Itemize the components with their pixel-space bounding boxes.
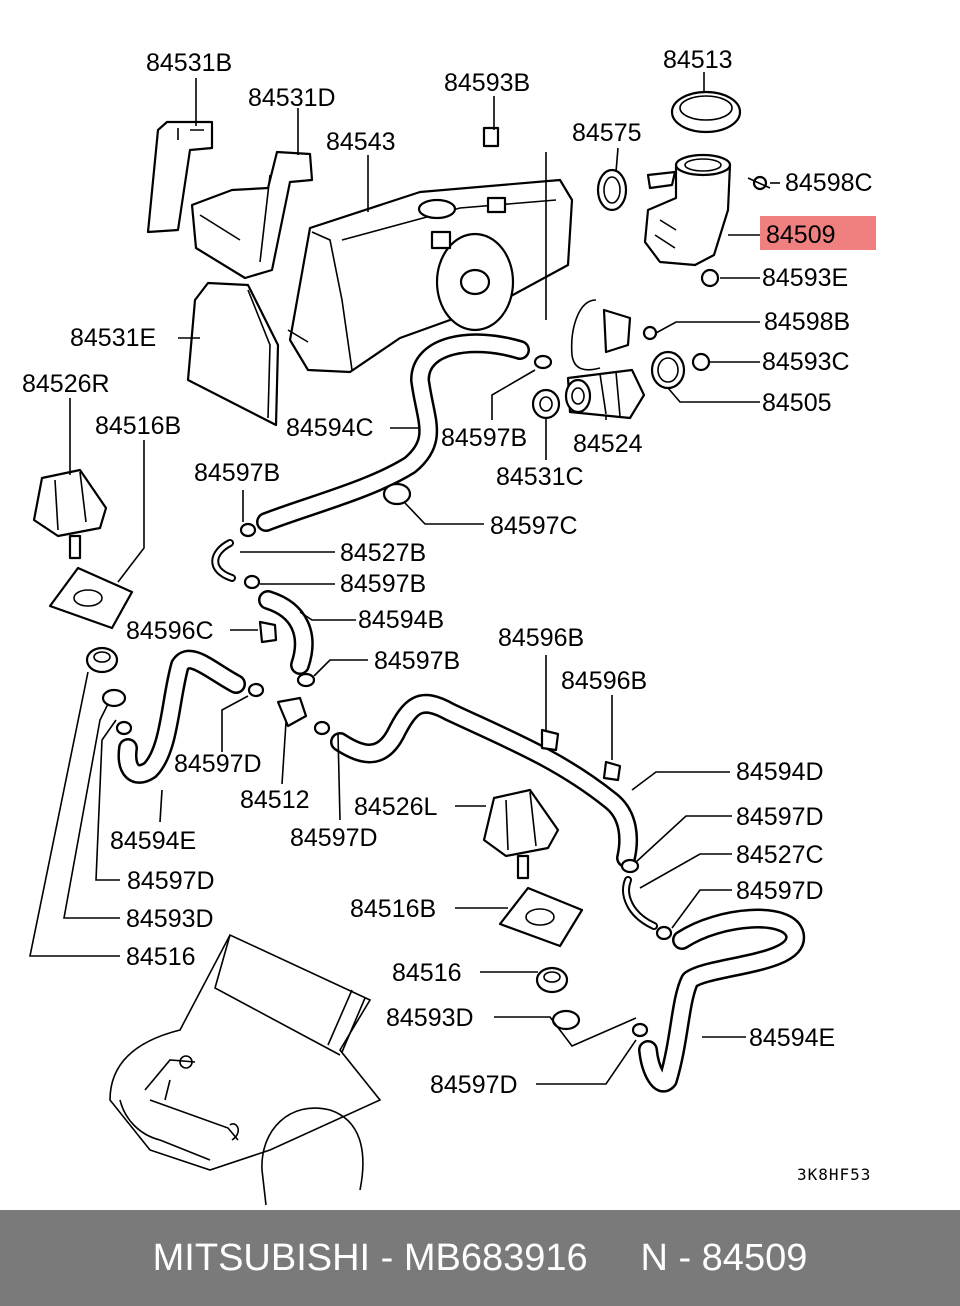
parts-diagram: 84531B 84531D 84593B 84513 84575 84543 8… bbox=[22, 46, 876, 1206]
clip-84597D-c bbox=[620, 858, 640, 874]
label-84531C[interactable]: 84531C bbox=[496, 463, 584, 491]
bracket-84531B bbox=[146, 120, 214, 234]
footer-bar: MITSUBISHI - MB683916 N - 84509 bbox=[0, 1210, 960, 1306]
clip-84593B bbox=[482, 126, 500, 148]
nozzle-84526R bbox=[32, 468, 108, 560]
leader-lines bbox=[29, 72, 780, 1085]
label-84597D-f[interactable]: 84597D bbox=[430, 1071, 518, 1099]
clip-84596B-a bbox=[540, 728, 560, 752]
label-84597D-d[interactable]: 84597D bbox=[736, 877, 824, 905]
label-84505[interactable]: 84505 bbox=[762, 389, 832, 417]
label-84575[interactable]: 84575 bbox=[572, 119, 642, 147]
clip-84597B-d bbox=[296, 672, 316, 688]
label-84526R[interactable]: 84526R bbox=[22, 370, 110, 398]
hose-84594D bbox=[330, 693, 639, 868]
label-84594C[interactable]: 84594C bbox=[286, 414, 374, 442]
clip-84597B-b bbox=[239, 522, 257, 538]
cap-84513 bbox=[670, 90, 742, 134]
clip-84597D-f bbox=[115, 720, 133, 736]
label-84596C[interactable]: 84596C bbox=[126, 617, 214, 645]
grommet-84516-a bbox=[85, 646, 119, 674]
label-84516-b[interactable]: 84516 bbox=[392, 959, 462, 987]
gasket-84516B-bottom bbox=[498, 886, 584, 948]
bracket-84531E bbox=[186, 281, 280, 427]
label-84597B-b[interactable]: 84597B bbox=[194, 459, 280, 487]
label-84531B[interactable]: 84531B bbox=[146, 49, 232, 77]
joint-84512 bbox=[276, 696, 308, 728]
part-labels: 84531B 84531D 84593B 84513 84575 84543 8… bbox=[22, 46, 873, 1184]
grommet-84531C bbox=[531, 388, 561, 420]
label-84543[interactable]: 84543 bbox=[326, 128, 396, 156]
label-84594B[interactable]: 84594B bbox=[358, 606, 444, 634]
clip-84597C bbox=[382, 482, 412, 506]
label-84509[interactable]: 84509 bbox=[766, 221, 836, 249]
label-84527B[interactable]: 84527B bbox=[340, 539, 426, 567]
label-84531E[interactable]: 84531E bbox=[70, 324, 156, 352]
nut-84593D-a bbox=[101, 688, 127, 708]
screw-84598C bbox=[747, 175, 771, 191]
hose-84594E-left bbox=[117, 649, 246, 784]
nozzle-84526L bbox=[482, 788, 560, 880]
ring-84575 bbox=[596, 168, 628, 212]
pump-84524 bbox=[564, 368, 646, 420]
clip-84597B-c bbox=[243, 574, 261, 590]
label-84516B-bottom[interactable]: 84516B bbox=[350, 895, 436, 923]
label-84597B-d[interactable]: 84597B bbox=[374, 647, 460, 675]
label-84594E-b[interactable]: 84594E bbox=[749, 1024, 835, 1052]
label-84512[interactable]: 84512 bbox=[240, 786, 310, 814]
label-84597B-c[interactable]: 84597B bbox=[340, 570, 426, 598]
label-84527C[interactable]: 84527C bbox=[736, 841, 824, 869]
footer-part-info: MITSUBISHI - MB683916 N - 84509 bbox=[152, 1236, 808, 1279]
label-84531D[interactable]: 84531D bbox=[248, 84, 336, 112]
label-84526L[interactable]: 84526L bbox=[354, 793, 438, 821]
hose-84594E-right bbox=[638, 908, 805, 1093]
gasket-84516B-top bbox=[48, 566, 134, 630]
drawing-code: 3K8HF53 bbox=[797, 1165, 871, 1184]
label-84516-a[interactable]: 84516 bbox=[126, 943, 196, 971]
label-84598B[interactable]: 84598B bbox=[764, 308, 850, 336]
bracket-84531D bbox=[190, 150, 314, 280]
highlight-box bbox=[760, 216, 876, 250]
nut-84593E bbox=[700, 268, 720, 288]
label-84596B-a[interactable]: 84596B bbox=[498, 624, 584, 652]
label-84597B-a[interactable]: 84597B bbox=[441, 424, 527, 452]
clip-84597D-e bbox=[631, 1022, 649, 1038]
car-outline bbox=[109, 933, 382, 1206]
label-84593D-a[interactable]: 84593D bbox=[126, 905, 214, 933]
label-84598C[interactable]: 84598C bbox=[785, 169, 873, 197]
label-84597C[interactable]: 84597C bbox=[490, 512, 578, 540]
label-84597D-a[interactable]: 84597D bbox=[174, 750, 262, 778]
clamp-84505 bbox=[650, 350, 686, 390]
label-84594D[interactable]: 84594D bbox=[736, 758, 824, 786]
label-84516B-top[interactable]: 84516B bbox=[95, 412, 181, 440]
label-84597D-b[interactable]: 84597D bbox=[290, 824, 378, 852]
clip-84597B-a bbox=[533, 354, 553, 370]
label-84593E[interactable]: 84593E bbox=[762, 264, 848, 292]
label-84596B-b[interactable]: 84596B bbox=[561, 667, 647, 695]
clip-84597D-d bbox=[655, 925, 673, 941]
label-84594E-a[interactable]: 84594E bbox=[110, 827, 196, 855]
label-84593C[interactable]: 84593C bbox=[762, 348, 850, 376]
label-84593D-b[interactable]: 84593D bbox=[386, 1004, 474, 1032]
pipe-84527B bbox=[211, 539, 236, 582]
pipe-84527C bbox=[622, 876, 658, 930]
connector-harness bbox=[570, 299, 632, 371]
washer-tank-84543 bbox=[287, 178, 574, 374]
clip-84596B-b bbox=[602, 760, 622, 782]
hose-84594B bbox=[258, 590, 314, 675]
label-84597D-e[interactable]: 84597D bbox=[127, 867, 215, 895]
screw-84598B bbox=[642, 325, 658, 341]
label-84524[interactable]: 84524 bbox=[573, 430, 643, 458]
clip-84596C bbox=[258, 620, 278, 644]
clip-84597D-a bbox=[247, 682, 265, 698]
nut-84593C bbox=[691, 352, 711, 372]
label-84593B[interactable]: 84593B bbox=[444, 69, 530, 97]
label-84513[interactable]: 84513 bbox=[663, 46, 733, 74]
label-84597D-c[interactable]: 84597D bbox=[736, 803, 824, 831]
grommet-84516-b bbox=[535, 966, 569, 994]
clip-84597D-b bbox=[313, 720, 331, 736]
hose-84594C bbox=[256, 333, 530, 532]
filler-neck-84509 bbox=[643, 153, 732, 267]
